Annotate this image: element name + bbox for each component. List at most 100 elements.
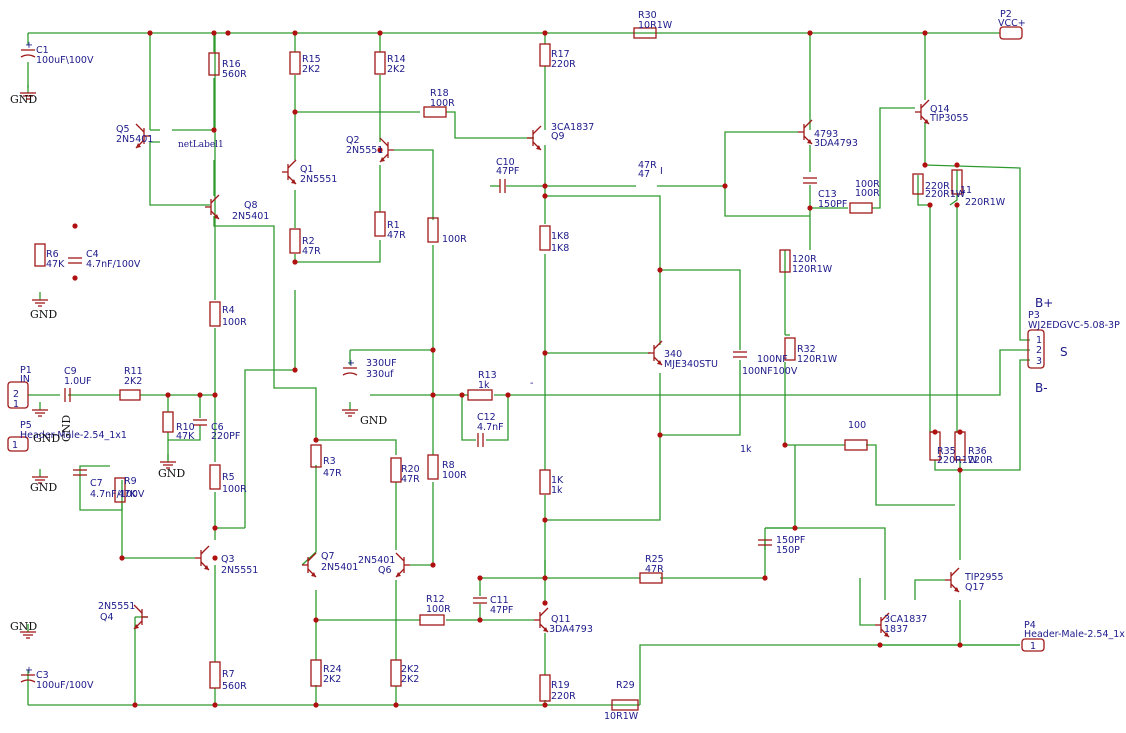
r6-resistor[interactable] bbox=[34, 243, 46, 267]
gnd-label-p1: GND bbox=[33, 432, 60, 445]
r9-resistor[interactable] bbox=[114, 477, 126, 503]
r20-resistor[interactable] bbox=[390, 457, 402, 483]
c-150pf-capacitor[interactable] bbox=[758, 539, 772, 546]
r13-resistor[interactable] bbox=[467, 389, 493, 401]
c10-value: 47PF bbox=[496, 166, 519, 177]
c12-capacitor[interactable] bbox=[477, 433, 484, 447]
c-330uf-capacitor[interactable]: + bbox=[342, 358, 358, 376]
p3-pin3: 3 bbox=[1036, 356, 1042, 367]
r-100r-mid-resistor[interactable] bbox=[427, 217, 439, 243]
c13-capacitor[interactable] bbox=[803, 177, 817, 184]
p1-connector[interactable] bbox=[7, 381, 29, 409]
r3-resistor[interactable] bbox=[310, 444, 322, 468]
r15-resistor[interactable] bbox=[289, 51, 301, 75]
junction-dot bbox=[72, 275, 78, 281]
q5-transistor[interactable] bbox=[135, 123, 150, 149]
r4-resistor[interactable] bbox=[209, 301, 221, 327]
gnd-r6 bbox=[32, 292, 48, 307]
r10-resistor[interactable] bbox=[162, 411, 174, 433]
u340-capacitor[interactable] bbox=[733, 351, 747, 358]
c7-capacitor[interactable] bbox=[73, 469, 87, 476]
r1k-value: 1k bbox=[551, 485, 563, 496]
q6-value: 2N5401 bbox=[358, 555, 395, 566]
q4-transistor[interactable] bbox=[133, 604, 148, 630]
c1-value: 100uF\100V bbox=[36, 55, 94, 66]
r-2k2-resistor[interactable] bbox=[390, 659, 402, 687]
r11-resistor[interactable] bbox=[951, 169, 963, 195]
u340-transistor[interactable] bbox=[648, 340, 663, 366]
c1-capacitor[interactable]: + bbox=[20, 40, 36, 58]
r36-ref: R36 bbox=[968, 446, 987, 457]
q-1837-transistor[interactable] bbox=[875, 612, 890, 638]
q7-transistor[interactable] bbox=[302, 552, 317, 578]
q-4793-transistor[interactable] bbox=[798, 119, 813, 145]
r8-ref: R8 bbox=[442, 460, 455, 471]
q1-ref: Q1 bbox=[300, 164, 314, 175]
r19-value: 220R bbox=[551, 691, 576, 702]
c9-capacitor[interactable] bbox=[64, 388, 71, 402]
wire-83 bbox=[494, 349, 1030, 396]
r1-ref: R1 bbox=[387, 220, 400, 231]
r-100r-resistor[interactable] bbox=[849, 202, 873, 214]
q4-value: 2N5551 bbox=[98, 601, 135, 612]
r-100-resistor[interactable] bbox=[844, 439, 868, 451]
junction-dot bbox=[954, 162, 960, 168]
c3-capacitor[interactable]: + bbox=[20, 665, 36, 683]
r29-ref: R29 bbox=[616, 680, 635, 691]
q8-transistor[interactable] bbox=[205, 194, 220, 220]
c9-ref: C9 bbox=[64, 366, 77, 377]
junction-dot bbox=[792, 525, 798, 531]
r24-resistor[interactable] bbox=[310, 659, 322, 687]
p2-connector[interactable] bbox=[999, 26, 1023, 40]
r7-resistor[interactable] bbox=[209, 661, 221, 689]
r18-resistor[interactable] bbox=[423, 106, 447, 118]
junction-dot bbox=[165, 392, 171, 398]
c12-ref: C12 bbox=[477, 412, 496, 423]
q17-transistor[interactable] bbox=[945, 567, 960, 593]
r29-resistor[interactable] bbox=[611, 699, 639, 711]
r11-input-resistor[interactable] bbox=[119, 389, 141, 401]
q14-transistor[interactable] bbox=[915, 99, 930, 125]
q1837-ref: 3CA1837 bbox=[884, 614, 927, 625]
r17-resistor[interactable] bbox=[539, 43, 551, 67]
r5-resistor[interactable] bbox=[209, 464, 221, 490]
r10-ref: R10 bbox=[176, 422, 195, 433]
c10-capacitor[interactable] bbox=[499, 179, 506, 193]
q11-transistor[interactable] bbox=[534, 607, 549, 633]
q2-transistor[interactable] bbox=[379, 137, 394, 163]
q6-transistor[interactable] bbox=[395, 552, 410, 578]
r-120r-resistor[interactable] bbox=[779, 249, 791, 273]
r-1k8-resistor[interactable] bbox=[539, 225, 551, 251]
wire-51 bbox=[79, 465, 123, 511]
r1-resistor[interactable] bbox=[374, 211, 386, 237]
r2-resistor[interactable] bbox=[289, 228, 301, 254]
r25-ref: R25 bbox=[645, 554, 664, 565]
q9-transistor[interactable] bbox=[527, 125, 542, 151]
r-220r-resistor[interactable] bbox=[912, 173, 924, 195]
r16-resistor[interactable] bbox=[208, 52, 220, 76]
r14-resistor[interactable] bbox=[374, 51, 386, 75]
r8-resistor[interactable] bbox=[427, 454, 439, 480]
q1-transistor[interactable] bbox=[282, 159, 297, 185]
p3-connector[interactable] bbox=[1027, 329, 1045, 369]
r19-resistor[interactable] bbox=[539, 674, 551, 702]
r25-resistor[interactable] bbox=[639, 572, 663, 584]
wire-96 bbox=[765, 445, 796, 529]
junction-dot bbox=[922, 162, 928, 168]
b-minus-label: B- bbox=[1035, 381, 1048, 395]
junction-dot bbox=[957, 429, 963, 435]
c11-capacitor[interactable] bbox=[473, 597, 487, 604]
c4-capacitor[interactable] bbox=[68, 257, 82, 264]
r32-resistor[interactable] bbox=[784, 337, 796, 361]
r-1k-resistor[interactable] bbox=[539, 469, 551, 495]
q3-transistor[interactable] bbox=[195, 545, 210, 571]
p5-connector[interactable] bbox=[7, 436, 29, 452]
wire-20 bbox=[394, 149, 434, 220]
r12-resistor[interactable] bbox=[419, 614, 445, 626]
c6-capacitor[interactable] bbox=[193, 419, 207, 426]
p4-connector[interactable] bbox=[1021, 638, 1045, 652]
wire-98 bbox=[859, 578, 875, 626]
c13-value: 150PF bbox=[818, 199, 847, 210]
gnd-c1 bbox=[20, 85, 36, 100]
r30-resistor[interactable] bbox=[633, 27, 657, 39]
